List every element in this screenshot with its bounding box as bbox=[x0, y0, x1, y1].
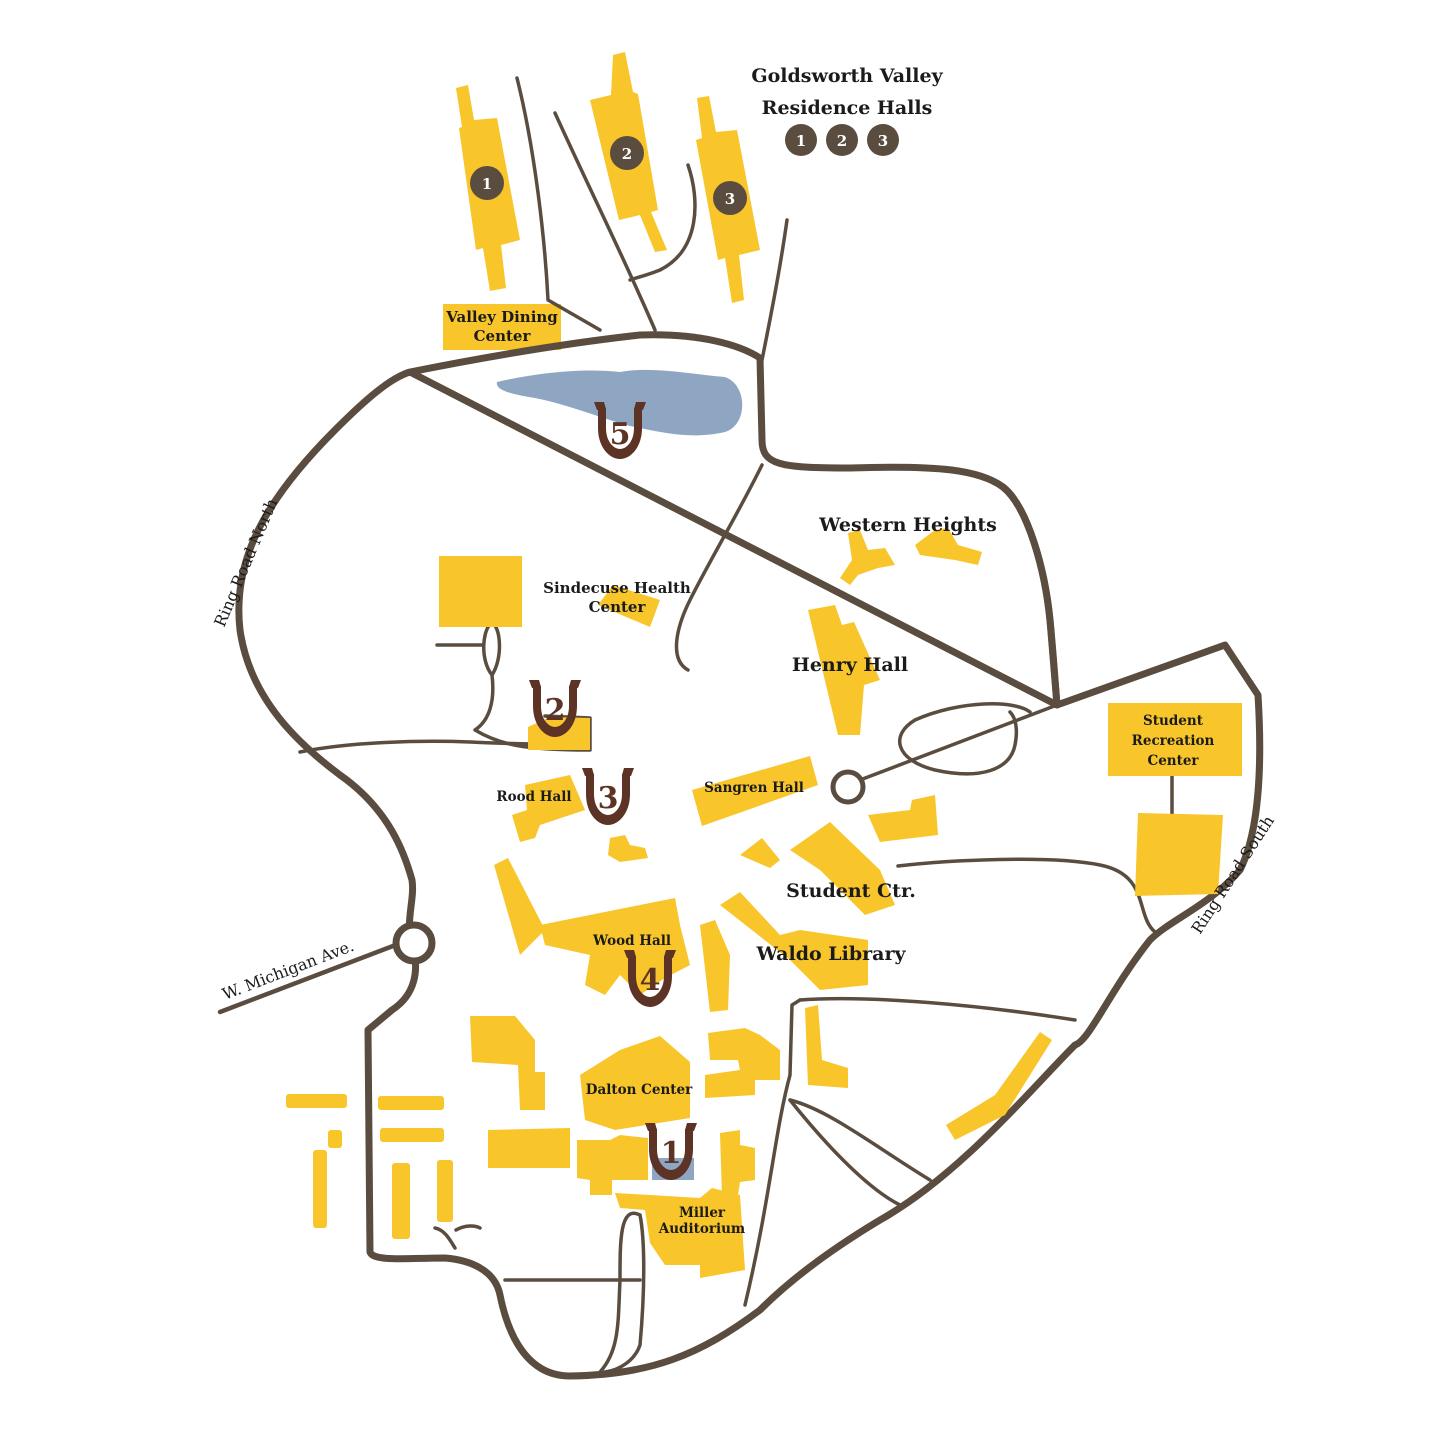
building[interactable] bbox=[488, 1128, 570, 1168]
dalton-center-label: Dalton Center bbox=[586, 1082, 693, 1098]
legend-badge-1: 1 bbox=[785, 124, 817, 156]
sangren-hall-label: Sangren Hall bbox=[704, 780, 804, 796]
miller-label-1: Miller bbox=[679, 1205, 726, 1221]
marker-5[interactable]: 5 bbox=[594, 402, 646, 459]
western-heights-label: Western Heights bbox=[818, 514, 997, 536]
roundabout-west bbox=[392, 921, 436, 965]
path bbox=[858, 703, 1059, 782]
valley-dining-label-2: Center bbox=[474, 327, 532, 345]
hall-2-badge: 2 bbox=[610, 136, 644, 170]
building[interactable] bbox=[392, 1163, 410, 1239]
marker-3[interactable]: 3 bbox=[582, 768, 634, 825]
student-rec-label-3: Center bbox=[1147, 753, 1199, 769]
path bbox=[515, 76, 602, 332]
building[interactable] bbox=[740, 838, 780, 868]
path bbox=[674, 463, 764, 672]
waldo-library-building[interactable] bbox=[720, 892, 868, 990]
svg-text:2: 2 bbox=[622, 145, 632, 163]
henry-hall-building[interactable] bbox=[808, 605, 880, 735]
svg-text:4: 4 bbox=[640, 963, 661, 998]
path bbox=[553, 111, 657, 332]
roundabout-east bbox=[830, 769, 866, 805]
building[interactable] bbox=[946, 1032, 1052, 1140]
building[interactable] bbox=[494, 858, 545, 955]
svg-text:2: 2 bbox=[837, 132, 847, 150]
building[interactable] bbox=[380, 1128, 444, 1142]
waldo-library-label: Waldo Library bbox=[755, 943, 906, 965]
building[interactable] bbox=[378, 1096, 444, 1110]
sindecuse-building[interactable] bbox=[598, 585, 660, 627]
building[interactable] bbox=[720, 1130, 755, 1196]
marker-1[interactable]: 1 bbox=[645, 1123, 697, 1180]
ring-road-north-label: Ring Road North bbox=[210, 496, 281, 630]
student-center-building[interactable] bbox=[790, 822, 895, 915]
sindecuse-label-2: Center bbox=[589, 598, 647, 616]
path bbox=[788, 1098, 932, 1182]
building[interactable] bbox=[328, 1130, 342, 1148]
building[interactable] bbox=[805, 1005, 848, 1088]
path bbox=[503, 1211, 646, 1374]
student-rec-building[interactable] bbox=[1108, 703, 1242, 776]
building[interactable] bbox=[608, 835, 648, 862]
path bbox=[433, 1224, 482, 1250]
rood-hall-label: Rood Hall bbox=[496, 789, 571, 805]
building[interactable] bbox=[868, 795, 938, 842]
wood-hall-building[interactable] bbox=[540, 898, 690, 995]
pond bbox=[496, 369, 743, 436]
svg-text:3: 3 bbox=[598, 781, 619, 816]
ring-road-east bbox=[999, 483, 1061, 709]
path bbox=[896, 857, 1157, 934]
svg-text:1: 1 bbox=[661, 1136, 682, 1171]
svg-text:3: 3 bbox=[878, 132, 888, 150]
student-rec-label-2: Recreation bbox=[1132, 733, 1215, 749]
valley-dining-center-building[interactable] bbox=[443, 304, 561, 350]
svg-text:1: 1 bbox=[482, 175, 492, 193]
building[interactable] bbox=[313, 1150, 327, 1228]
miller-label-2: Auditorium bbox=[658, 1221, 745, 1237]
hall-1-badge: 1 bbox=[470, 166, 504, 200]
miller-auditorium-building[interactable] bbox=[615, 1188, 745, 1278]
svg-text:2: 2 bbox=[545, 693, 566, 728]
path bbox=[743, 998, 802, 1307]
sindecuse-label-1: Sindecuse Health bbox=[543, 579, 691, 597]
svg-text:1: 1 bbox=[796, 132, 806, 150]
path bbox=[788, 1098, 902, 1207]
building[interactable] bbox=[286, 1094, 347, 1108]
path bbox=[760, 218, 789, 362]
residence-halls-title-line1: Goldsworth Valley bbox=[751, 65, 943, 87]
building[interactable] bbox=[470, 1016, 545, 1110]
western-heights-building[interactable] bbox=[840, 530, 895, 585]
rood-hall-building[interactable] bbox=[512, 775, 585, 842]
student-rec-building[interactable] bbox=[1135, 813, 1223, 896]
student-rec-label-1: Student bbox=[1143, 713, 1204, 729]
building[interactable] bbox=[437, 1160, 453, 1222]
western-heights-building[interactable] bbox=[915, 528, 982, 565]
building[interactable] bbox=[700, 920, 730, 1012]
student-ctr-label: Student Ctr. bbox=[786, 880, 916, 902]
henry-hall-label: Henry Hall bbox=[792, 654, 908, 676]
svg-text:3: 3 bbox=[725, 190, 735, 208]
valley-dining-label-1: Valley Dining bbox=[445, 308, 558, 326]
wood-hall-label: Wood Hall bbox=[592, 933, 671, 949]
sangren-hall-building[interactable] bbox=[692, 756, 818, 826]
residence-halls-title-line2: Residence Halls bbox=[762, 97, 933, 119]
marker-2[interactable]: 2 bbox=[529, 680, 581, 737]
path bbox=[897, 702, 1032, 776]
legend-badge-2: 2 bbox=[826, 124, 858, 156]
hall-3-badge: 3 bbox=[713, 181, 747, 215]
w-michigan-ave-road bbox=[217, 943, 396, 1015]
path bbox=[628, 163, 697, 282]
dalton-center-building[interactable] bbox=[580, 1036, 690, 1130]
legend-badge-3: 3 bbox=[867, 124, 899, 156]
building[interactable] bbox=[577, 1135, 648, 1195]
building[interactable] bbox=[439, 556, 522, 627]
path bbox=[798, 996, 1077, 1022]
building[interactable] bbox=[705, 1028, 780, 1098]
svg-text:5: 5 bbox=[610, 417, 631, 452]
marker-4[interactable]: 4 bbox=[624, 950, 676, 1007]
